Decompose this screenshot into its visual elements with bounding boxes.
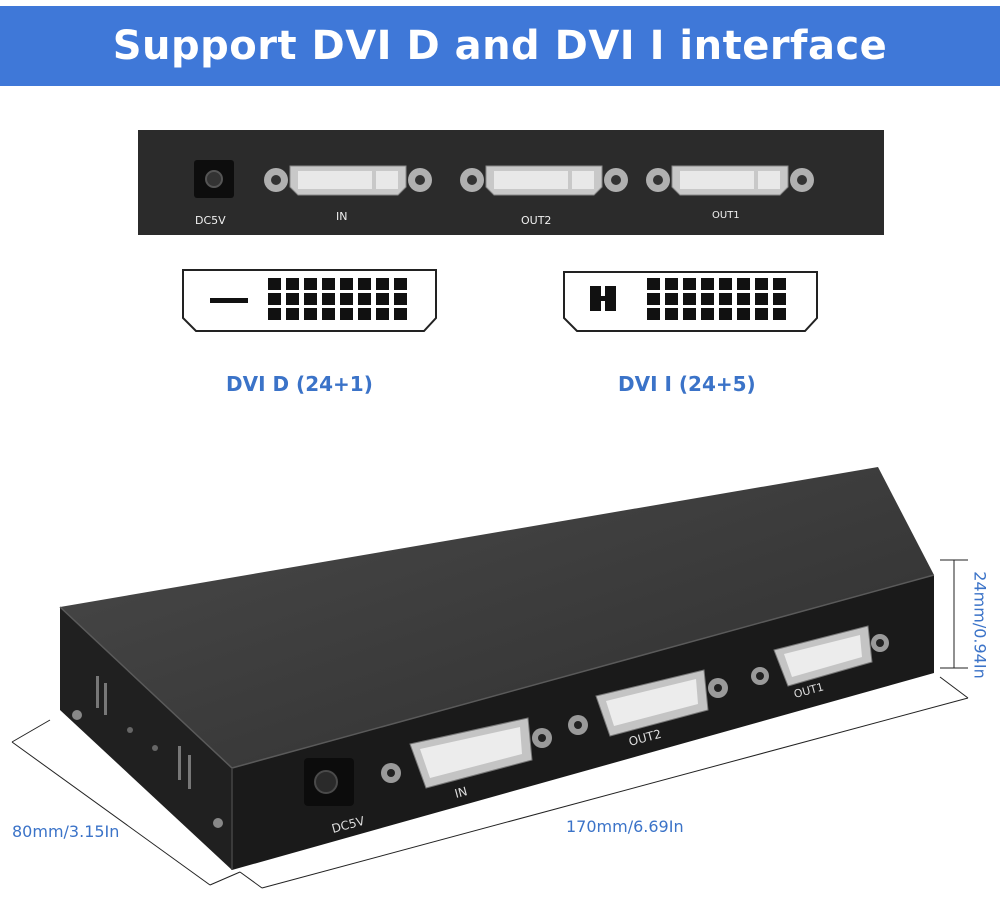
rear-port-in-label: IN — [336, 210, 348, 223]
pin — [755, 308, 768, 320]
pin — [701, 308, 714, 320]
pin — [394, 293, 407, 305]
pin — [376, 278, 389, 290]
pin — [755, 293, 768, 305]
rear-port-out2-label: OUT2 — [521, 214, 552, 227]
pin — [268, 293, 281, 305]
dvi-i-label: DVI I (24+5) — [618, 372, 756, 396]
pin — [683, 278, 696, 290]
pin — [773, 278, 786, 290]
pin — [322, 278, 335, 290]
pin — [304, 293, 317, 305]
rear-dvi-port-in-icon — [264, 165, 432, 196]
side-vents — [96, 676, 191, 789]
rear-panel: DC5V IN OUT2 OUT1 — [138, 130, 884, 235]
pin — [358, 293, 371, 305]
banner-title: Support DVI D and DVI I interface — [112, 23, 888, 69]
pin — [665, 293, 678, 305]
device-dvi-port-out1-icon — [751, 625, 889, 687]
pin — [773, 293, 786, 305]
pin — [701, 293, 714, 305]
pin — [394, 308, 407, 320]
pin — [737, 293, 750, 305]
pin — [683, 293, 696, 305]
device-illustration: DC5V IN OUT2 OUT1 — [11, 467, 969, 889]
dvi-i-pinout-diagram — [563, 271, 818, 332]
pin — [286, 308, 299, 320]
dimension-width-label: 170mm/6.69In — [566, 817, 684, 836]
pin — [737, 278, 750, 290]
pin — [358, 278, 371, 290]
pin — [665, 278, 678, 290]
device-dvi-port-in-icon — [381, 717, 552, 789]
pin — [647, 308, 660, 320]
pin — [647, 293, 660, 305]
rear-port-out1-label: OUT1 — [712, 210, 740, 221]
pin — [719, 308, 732, 320]
pin — [376, 293, 389, 305]
pin — [665, 308, 678, 320]
device-dvi-port-out2-icon — [568, 669, 728, 737]
pin — [719, 278, 732, 290]
title-banner: Support DVI D and DVI I interface — [0, 6, 1000, 86]
pin — [286, 278, 299, 290]
pin — [268, 308, 281, 320]
dc-power-jack-icon — [194, 160, 234, 198]
device-port-in-label: IN — [453, 784, 469, 801]
pin — [755, 278, 768, 290]
pin — [376, 308, 389, 320]
pin — [701, 278, 714, 290]
rear-dvi-port-out1-icon — [646, 165, 814, 196]
pin — [268, 278, 281, 290]
pin — [737, 308, 750, 320]
dvi-d-label: DVI D (24+1) — [226, 372, 373, 396]
pin — [322, 308, 335, 320]
rear-power-label: DC5V — [195, 214, 226, 227]
pin — [304, 278, 317, 290]
dvi-d-pinout-diagram — [182, 269, 437, 332]
pin — [322, 293, 335, 305]
pin — [340, 308, 353, 320]
pin — [394, 278, 407, 290]
pin — [773, 308, 786, 320]
dimension-depth-label: 80mm/3.15In — [12, 822, 120, 841]
pin — [358, 308, 371, 320]
pin — [647, 278, 660, 290]
pin — [719, 293, 732, 305]
pin — [683, 308, 696, 320]
pin — [286, 293, 299, 305]
pin — [304, 308, 317, 320]
dimension-lines — [11, 559, 969, 889]
pin — [340, 278, 353, 290]
pin — [340, 293, 353, 305]
rear-dvi-port-out2-icon — [460, 165, 628, 196]
dimension-height-label: 24mm/0.94In — [970, 571, 990, 679]
